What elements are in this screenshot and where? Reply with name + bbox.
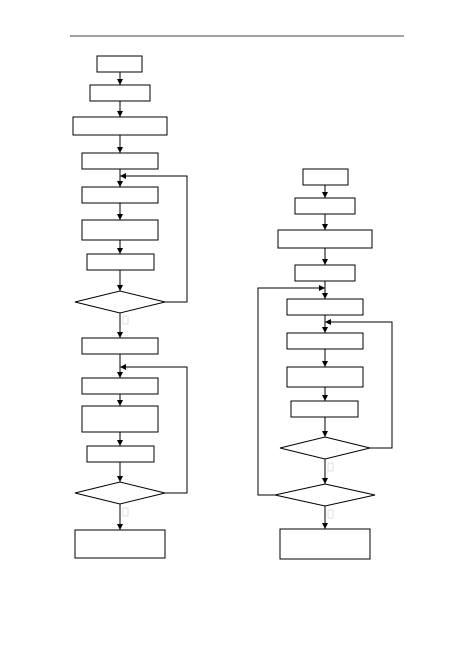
right-end-box [279,528,371,560]
left-loop2-step-1 [81,377,159,395]
left-loop1-step-1 [81,186,159,204]
right-inner-loop-return-line [325,321,393,449]
right-decision-outer-branch-mark [327,509,334,519]
arrowhead [325,319,331,325]
right-flowchart [257,168,393,560]
left-loop1-step-3 [86,253,155,271]
right-decision-outer [274,483,376,507]
arrowhead [117,248,123,254]
right-start-box [302,168,349,186]
arrowhead [322,478,328,484]
arrowhead [117,214,123,220]
right-inner-loop-step-2 [286,366,364,388]
left-loop2-return-line [120,366,188,494]
left-decision-2-branch-mark [122,507,129,517]
left-step-2 [72,116,168,136]
arrowhead [120,173,126,179]
right-step-3 [294,264,356,282]
arrowhead [322,259,328,265]
arrowhead [322,361,328,367]
left-flowchart [72,55,188,559]
left-loop2-step-3 [86,445,155,463]
arrowhead [117,285,123,291]
arrowhead [322,224,328,230]
left-end-box [74,529,166,559]
arrowhead [117,181,123,187]
arrowhead [322,192,328,198]
right-decision-inner [279,436,371,460]
arrowhead [322,327,328,333]
arrowhead [117,372,123,378]
left-step-1 [89,84,151,102]
right-step-2 [277,229,373,249]
left-start-box [96,55,143,73]
arrowhead [120,364,126,370]
left-decision-2 [74,481,166,505]
right-inner-loop-step-3 [290,400,359,418]
right-decision-inner-branch-mark [327,462,334,472]
arrowhead [117,332,123,338]
right-outer-loop-return-line [257,287,325,496]
left-loop1-step-2 [81,219,159,241]
left-step-4 [81,337,159,355]
arrowhead [117,524,123,530]
arrowhead [319,285,325,291]
left-loop2-step-2 [81,405,159,433]
arrowhead [117,440,123,446]
right-step-4 [286,298,364,316]
arrowhead [322,431,328,437]
arrowhead [322,523,328,529]
arrowhead [117,476,123,482]
arrowhead [117,147,123,153]
arrowhead [117,400,123,406]
left-decision-1 [74,290,166,314]
right-inner-loop-step-1 [286,332,364,350]
arrowhead [117,79,123,85]
left-decision-1-branch-mark [122,315,129,325]
arrowhead [117,111,123,117]
arrowhead [322,395,328,401]
right-step-1 [294,197,356,215]
left-loop1-return-line [120,175,188,303]
arrowhead [322,293,328,299]
left-step-3 [81,152,159,170]
